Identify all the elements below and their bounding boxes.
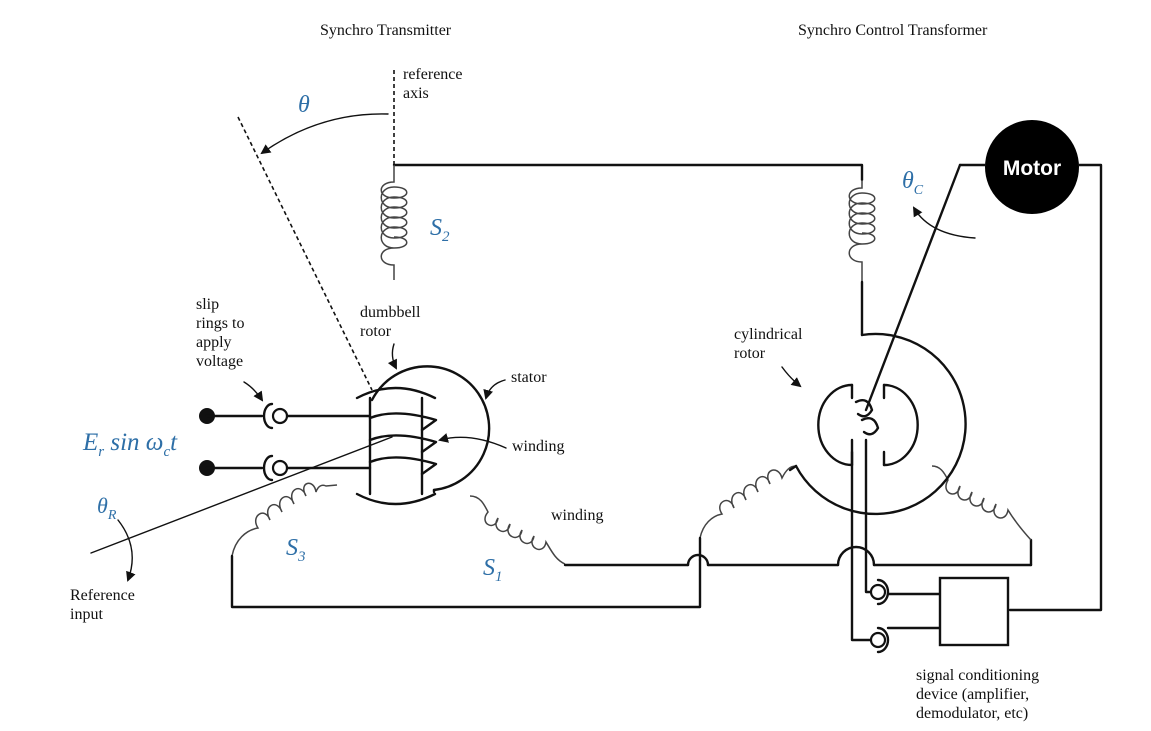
ct-left-coil	[699, 465, 797, 539]
reference-axis-label-1: reference	[403, 66, 463, 83]
slip-rings-label-3: apply	[196, 334, 232, 351]
reference-input-line	[90, 436, 393, 554]
s2-coil	[380, 165, 408, 280]
transmitter-title: Synchro Transmitter	[320, 22, 452, 39]
transmitter-stator	[370, 365, 491, 492]
s3-coil	[231, 482, 338, 557]
theta-c-arrow	[912, 206, 976, 239]
reference-input-label-2: input	[70, 606, 103, 623]
s2-symbol: S2	[430, 215, 450, 245]
wire-crossover	[686, 553, 710, 567]
cylindrical-rotor	[817, 383, 919, 467]
ct-top-coil	[848, 180, 876, 282]
slip-ring-brush-2	[262, 454, 274, 482]
cylindrical-pointer	[781, 366, 802, 388]
wire-s3-bottom	[230, 554, 702, 609]
theta-r-symbol: θR	[97, 493, 117, 523]
theta-c-symbol: θC	[902, 168, 924, 198]
ct-lead-1	[850, 438, 876, 642]
winding-stator-label: winding	[551, 507, 603, 524]
cylindrical-label-1: cylindrical	[734, 326, 803, 343]
motor-wire	[1008, 163, 1103, 612]
signal-device-label-1: signal conditioning	[916, 667, 1039, 684]
voltage-label: Er sin ωct	[82, 429, 178, 460]
slip-rings-pointer	[243, 381, 264, 402]
stator-pointer	[483, 379, 506, 400]
winding-pointer	[438, 433, 507, 449]
s1-symbol: S1	[483, 555, 503, 585]
signal-device-label-2: device (amplifier,	[916, 686, 1029, 703]
ct-stator	[794, 332, 967, 516]
s1-coil	[469, 495, 566, 565]
slip-rings-label-4: voltage	[196, 353, 243, 370]
slip-ring-1	[271, 407, 289, 425]
slip-ring-2	[271, 459, 289, 477]
slip-rings-label-1: slip	[196, 296, 219, 313]
signal-device-label-3: demodulator, etc)	[916, 705, 1028, 722]
slip-ring-brush-1	[262, 402, 274, 430]
wire-top	[392, 163, 864, 182]
dumbbell-pointer	[387, 343, 397, 370]
dumbbell-label-2: rotor	[360, 323, 392, 340]
motor-label: Motor	[1003, 157, 1061, 180]
motor-shaft	[864, 163, 962, 412]
theta-r-arrow	[117, 519, 136, 582]
stator-label: stator	[511, 369, 547, 386]
signal-conditioning-device	[938, 576, 1010, 647]
s3-symbol: S3	[286, 535, 306, 565]
dumbbell-rotor	[355, 386, 438, 506]
winding-rotor-label: winding	[512, 438, 564, 455]
reference-axis-label-2: axis	[403, 85, 429, 102]
cylindrical-label-2: rotor	[734, 345, 766, 362]
theta-arrow	[260, 113, 389, 155]
slip-rings-label-2: rings to	[196, 315, 244, 332]
ct-right-coil	[931, 465, 1032, 541]
theta-symbol: θ	[298, 92, 310, 118]
motor	[985, 120, 1079, 214]
rotor-axis-line	[237, 116, 373, 391]
control-transformer-title: Synchro Control Transformer	[798, 22, 988, 39]
wire-crossover-2	[836, 545, 876, 567]
ct-lead-2	[864, 438, 876, 594]
dumbbell-label-1: dumbbell	[360, 304, 421, 321]
reference-input-label-1: Reference	[70, 587, 135, 604]
